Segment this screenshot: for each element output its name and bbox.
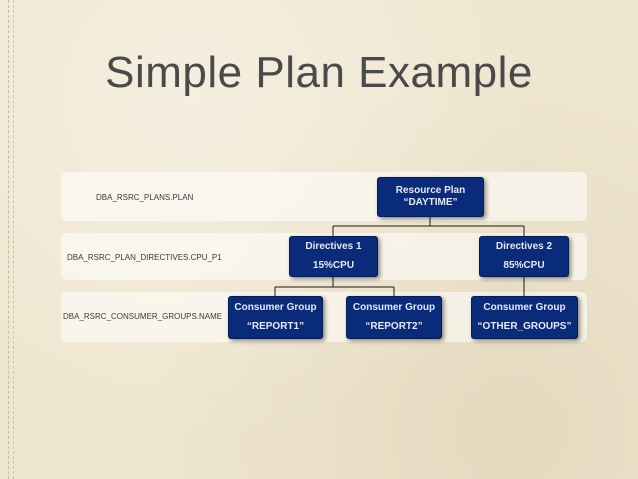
node-directive1-value: 15%CPU (312, 259, 355, 271)
node-group2-title: Consumer Group (352, 302, 436, 313)
node-directive2-value: 85%CPU (503, 259, 545, 271)
node-group3-value: “OTHER_GROUPS” (477, 320, 572, 332)
band-plans (61, 172, 587, 221)
node-group1-title: Consumer Group (234, 302, 317, 313)
node-plan-title: Resource Plan (395, 184, 466, 196)
node-directive2-title: Directives 2 (495, 241, 553, 252)
left-margin-rule (8, 0, 14, 479)
node-consumer-group-report2: Consumer Group “REPORT2” (346, 296, 442, 339)
band-label-plans: DBA_RSRC_PLANS.PLAN (96, 193, 194, 202)
band-label-directives: DBA_RSRC_PLAN_DIRECTIVES.CPU_P1 (67, 253, 222, 262)
band-label-groups: DBA_RSRC_CONSUMER_GROUPS.NAME (63, 312, 223, 321)
node-directive-1: Directives 1 15%CPU (289, 236, 378, 277)
node-resource-plan: Resource Plan “DAYTIME” (377, 177, 484, 217)
node-consumer-group-other: Consumer Group “OTHER_GROUPS” (471, 296, 578, 339)
node-consumer-group-report1: Consumer Group “REPORT1” (228, 296, 323, 339)
node-plan-value: “DAYTIME” (403, 197, 458, 208)
node-group2-value: “REPORT2” (365, 320, 423, 332)
node-group1-value: “REPORT1” (246, 320, 305, 332)
node-directive1-title: Directives 1 (305, 241, 362, 252)
node-directive-2: Directives 2 85%CPU (479, 236, 569, 277)
node-group3-title: Consumer Group (483, 302, 566, 313)
slide-title: Simple Plan Example (105, 48, 533, 97)
